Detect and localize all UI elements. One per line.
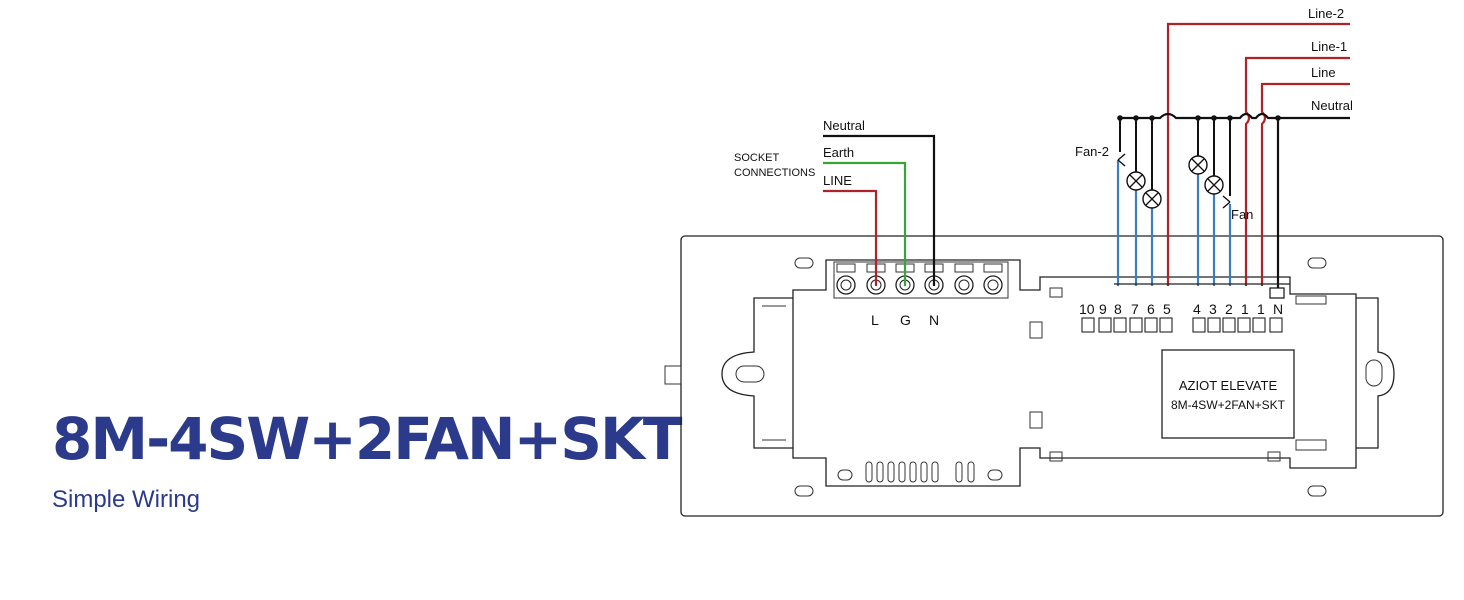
vent-slots: [837, 461, 1003, 483]
product-title: 8M-4SW+2FAN+SKT: [52, 405, 682, 473]
fan2-label: Fan-2: [1075, 144, 1109, 159]
terminal-box: [1207, 317, 1221, 333]
terminal-4-label: 4: [1193, 301, 1201, 317]
socket-neutral-wire: [823, 134, 936, 286]
socket-terminal-screw-inner: [840, 279, 852, 291]
line2-wire: [1166, 22, 1350, 286]
terminal-box: [1159, 317, 1173, 333]
terminal-box: [1237, 317, 1251, 333]
socket-terminal-screw: [836, 275, 856, 295]
terminal-box: [1269, 317, 1283, 333]
load-wires: [1116, 118, 1232, 286]
vent-slot: [955, 461, 963, 483]
vent-slot: [887, 461, 895, 483]
vent-slot: [909, 461, 917, 483]
neutral-label: Neutral: [1311, 98, 1353, 113]
fan-icon: [1222, 195, 1231, 209]
socket-wires: [823, 134, 936, 286]
terminal-1b-label: 1: [1257, 301, 1265, 317]
module-label-line1: AZIOT ELEVATE: [1179, 378, 1278, 393]
vent-slot: [931, 461, 939, 483]
line2-label: Line-2: [1308, 6, 1344, 21]
terminal-box: [1252, 317, 1266, 333]
socket-neutral-label: Neutral: [823, 118, 865, 133]
vent-slot: [837, 469, 853, 481]
terminal-7-label: 7: [1131, 301, 1139, 317]
terminal-10-label: 10: [1079, 301, 1095, 317]
vent-slot: [987, 469, 1003, 481]
vent-slot: [876, 461, 884, 483]
lamp-cross: [1129, 174, 1143, 188]
socket-terminal-tab: [836, 263, 856, 273]
back-plate: [664, 235, 1444, 517]
terminal-box: [1129, 317, 1143, 333]
socket-connections-label-1: SOCKET: [734, 152, 780, 164]
terminal-9-label: 9: [1099, 301, 1107, 317]
product-subtitle: Simple Wiring: [52, 486, 201, 513]
terminal-2-label: 2: [1225, 301, 1233, 317]
line-wire: [1260, 82, 1350, 286]
line1-label: Line-1: [1311, 39, 1347, 54]
terminal-box: [1113, 317, 1127, 333]
fan-icon: [1117, 153, 1126, 167]
terminal-6-label: 6: [1147, 301, 1155, 317]
socket-terminal-screw-inner: [987, 279, 999, 291]
terminal-8-label: 8: [1114, 301, 1122, 317]
inner-housing: [721, 259, 1395, 487]
module-terminal-strip: [1081, 283, 1290, 333]
module-label-box: [1161, 349, 1295, 439]
terminal-1a-label: 1: [1241, 301, 1249, 317]
line1-wire: [1244, 56, 1350, 286]
socket-earth-wire: [823, 161, 907, 286]
lamp-cross: [1191, 158, 1205, 172]
terminal-box: [1144, 317, 1158, 333]
socket-terminal-screw: [983, 275, 1003, 295]
terminal-g-label: G: [900, 312, 911, 328]
line-label: Line: [1311, 65, 1336, 80]
terminal-box: [1192, 317, 1206, 333]
socket-line-label: LINE: [823, 173, 852, 188]
terminal-box: [1081, 317, 1095, 333]
terminal-box: [1098, 317, 1112, 333]
module-label-line2: 8M-4SW+2FAN+SKT: [1171, 398, 1286, 412]
socket-terminal-block: [833, 261, 1009, 299]
socket-line-wire: [823, 189, 878, 286]
socket-terminal-screw: [954, 275, 974, 295]
terminal-n-label: N: [929, 312, 939, 328]
lamp-cross: [1207, 178, 1221, 192]
terminal-3-label: 3: [1209, 301, 1217, 317]
vent-slot: [865, 461, 873, 483]
lamp-cross: [1145, 192, 1159, 206]
socket-earth-label: Earth: [823, 145, 854, 160]
vent-slot: [967, 461, 975, 483]
junction-dot: [1275, 115, 1281, 121]
socket-terminal-tab: [983, 263, 1003, 273]
fan-label: Fan: [1231, 207, 1253, 222]
terminal-5-label: 5: [1163, 301, 1171, 317]
socket-terminal-tab: [954, 263, 974, 273]
supply-wires: [1120, 22, 1350, 299]
socket-terminal-screw-inner: [958, 279, 970, 291]
vent-slot: [898, 461, 906, 483]
terminal-l-label: L: [871, 312, 879, 328]
terminal-box: [1222, 317, 1236, 333]
vent-slot: [920, 461, 928, 483]
socket-connections-label-2: CONNECTIONS: [734, 167, 815, 179]
terminal-n-module-label: N: [1273, 301, 1283, 317]
neutral-busbar: [1120, 112, 1350, 120]
